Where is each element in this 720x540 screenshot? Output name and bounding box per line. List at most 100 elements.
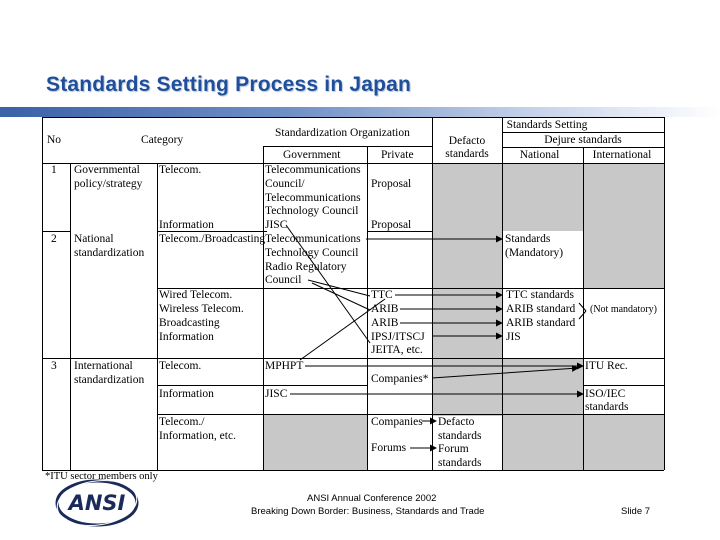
row3c-subcategory: Telecom./ — [159, 416, 205, 428]
arrow-jisc-jeita — [285, 224, 371, 344]
row3b-subcategory: Information — [159, 388, 214, 400]
row1-subcategory: Telecom. — [159, 164, 202, 176]
arrow-companies-itu — [431, 364, 579, 379]
table-line — [157, 414, 664, 415]
row2b-subcategory: Broadcasting — [159, 317, 220, 329]
row1-gov: Council/ — [265, 178, 305, 190]
header-category: Category — [141, 134, 184, 146]
row2b-national: JIS — [506, 331, 521, 343]
header-no: No — [47, 134, 62, 146]
table-line — [42, 358, 664, 359]
table-line — [664, 117, 665, 470]
shade-intl-r2 — [583, 231, 664, 288]
row2b-private: ARIB — [371, 303, 399, 315]
row2-gov: Council — [265, 274, 302, 286]
table-line — [263, 146, 264, 470]
row3-subcategory: Telecom. — [159, 360, 202, 372]
table-line — [42, 117, 664, 118]
header-national: National — [519, 149, 560, 161]
table-line — [432, 117, 433, 470]
row1-no: 1 — [51, 164, 57, 176]
footer-subtitle: Breaking Down Border: Business, Standard… — [251, 506, 485, 517]
header-defacto: Defacto — [448, 135, 486, 147]
row3-international: ITU Rec. — [585, 360, 628, 372]
row2b-private: JEITA, etc. — [371, 344, 423, 356]
table-line — [42, 231, 70, 232]
logo-text: ANSI — [67, 491, 126, 515]
table-line — [157, 385, 367, 386]
table-line — [583, 385, 664, 386]
header-government: Government — [283, 149, 341, 161]
table-line — [157, 288, 664, 289]
row2b-note: (Not mandatory) — [590, 304, 657, 315]
row3-category: International — [74, 360, 133, 372]
header-international: International — [592, 149, 652, 161]
header-defacto-l2: standards — [445, 148, 489, 160]
row2-national: (Mandatory) — [505, 247, 564, 259]
ansi-logo: ANSI — [54, 478, 140, 528]
ansi-logo-icon: ANSI — [55, 479, 139, 527]
row2-gov: Telecommunications — [265, 233, 361, 245]
row2b-subcategory: Information — [159, 331, 214, 343]
row2-category: National — [74, 233, 114, 245]
row3b-international: ISO/IEC — [585, 388, 626, 400]
header-std-setting: Standards Setting — [506, 119, 588, 131]
row3c-private: Companies — [371, 416, 423, 428]
row2-no: 2 — [51, 233, 57, 245]
row3c-defacto: Forum — [438, 443, 469, 455]
row1b-private: Proposal — [371, 219, 412, 231]
row3c-defacto: standards — [438, 457, 482, 469]
row2b-private: TTC — [371, 289, 393, 301]
row3b-international: standards — [585, 401, 629, 413]
bracket-not-mandatory — [578, 310, 587, 320]
table-line — [42, 117, 43, 470]
row3c-defacto: standards — [438, 430, 482, 442]
table-line — [42, 470, 664, 471]
header-std-org: Standardization Organization — [275, 127, 410, 139]
row2-gov: Radio Regulatory — [265, 261, 347, 273]
row1-gov: Telecommunications — [265, 192, 361, 204]
row1-category: Governmental — [74, 164, 140, 176]
row2b-private: ARIB — [371, 317, 399, 329]
arrow-mphpt-ttc — [299, 298, 386, 361]
arrow-council-ttc — [307, 279, 371, 297]
table-line — [157, 231, 267, 232]
shade-intl-r3c — [583, 414, 664, 470]
row2-national: Standards — [505, 233, 551, 245]
table-line — [367, 146, 368, 470]
shade-gov-r3c — [263, 414, 367, 470]
page-title: Standards Setting Process in Japan — [46, 73, 412, 96]
footer-conference: ANSI Annual Conference 2002 — [307, 493, 437, 504]
footnote: *ITU sector members only — [45, 471, 158, 482]
row2b-subcategory: Wired Telecom. — [159, 289, 233, 301]
row1b-subcategory: Information — [159, 219, 214, 231]
arrow-council-arib — [311, 282, 371, 311]
row3c-defacto: Defacto — [438, 416, 475, 428]
row2b-private: IPSJ/ITSCJ — [371, 331, 425, 343]
title-underline-bar — [0, 107, 720, 117]
row1-category-l2: policy/strategy — [74, 178, 143, 190]
row3c-subcategory: Information, etc. — [159, 430, 236, 442]
row1-gov: Telecommunications — [265, 164, 361, 176]
row2b-national: TTC standards — [506, 289, 575, 301]
header-private: Private — [381, 149, 414, 161]
row1b-gov: JISC — [265, 219, 288, 231]
row3c-private: Forums — [371, 442, 407, 454]
row3-no: 3 — [51, 360, 57, 372]
row2-gov: Technology Council — [265, 247, 359, 259]
row2-category-l2: standardization — [74, 247, 145, 259]
row2b-national: ARIB standard — [506, 303, 576, 315]
table-line — [367, 231, 432, 232]
row3-private: Companies* — [371, 373, 429, 385]
row2b-subcategory: Wireless Telecom. — [159, 303, 244, 315]
row3-gov: MPHPT — [265, 360, 304, 372]
table-line — [42, 163, 664, 164]
row1-private: Proposal — [371, 178, 412, 190]
footer-slide-number: Slide 7 — [621, 506, 651, 517]
table-line — [157, 163, 158, 470]
table-line — [263, 146, 432, 147]
table-line — [502, 132, 664, 133]
bracket-not-mandatory — [578, 302, 587, 312]
header-dejure: Dejure standards — [544, 134, 622, 146]
